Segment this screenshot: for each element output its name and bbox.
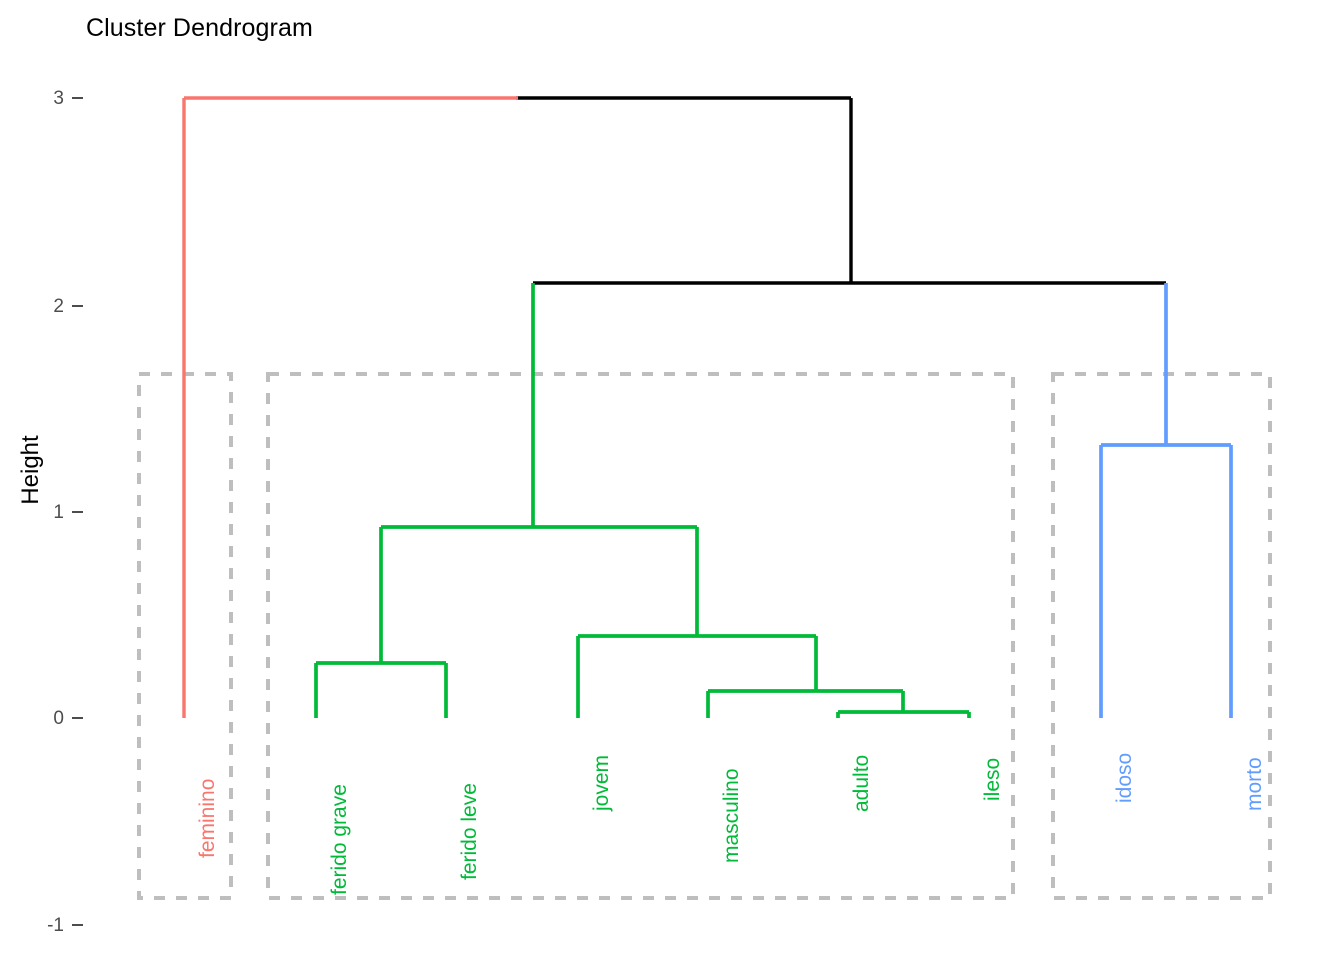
root-links (516, 96, 1166, 285)
page-title: Cluster Dendrogram (86, 14, 313, 42)
y-tick-mark-minus1 (72, 924, 83, 926)
leaf-label-ferido-grave: ferido grave (328, 784, 351, 895)
y-tick-mark-0 (72, 717, 83, 719)
leaf-label-ileso: ileso (981, 757, 1004, 801)
leaf-label-jovem: jovem (590, 754, 613, 811)
leaf-label-ferido-leve: ferido leve (458, 783, 481, 880)
leaf-label-morto: morto (1243, 757, 1266, 811)
leaf-label-adulto: adulto (850, 754, 873, 812)
y-tick-label-2: 2 (53, 296, 64, 317)
cluster-box-2 (266, 372, 1015, 900)
y-tick-label-1: 1 (53, 502, 64, 523)
y-tick-mark-3 (72, 97, 83, 99)
leaf-label-idoso: idoso (1113, 752, 1136, 803)
leaf-label-masculino: masculino (720, 768, 743, 863)
y-tick-mark-1 (72, 511, 83, 513)
cluster-box-3 (1051, 372, 1272, 900)
y-tick-label-0: 0 (53, 708, 64, 729)
y-tick-label-3: 3 (53, 88, 64, 109)
cluster-3-links (1099, 283, 1233, 718)
y-tick-mark-2 (72, 305, 83, 307)
y-tick-label-minus1: -1 (47, 915, 64, 936)
leaf-label-feminino: feminino (196, 778, 219, 858)
cluster-2-links (314, 283, 971, 718)
cluster-1-links (182, 96, 518, 718)
